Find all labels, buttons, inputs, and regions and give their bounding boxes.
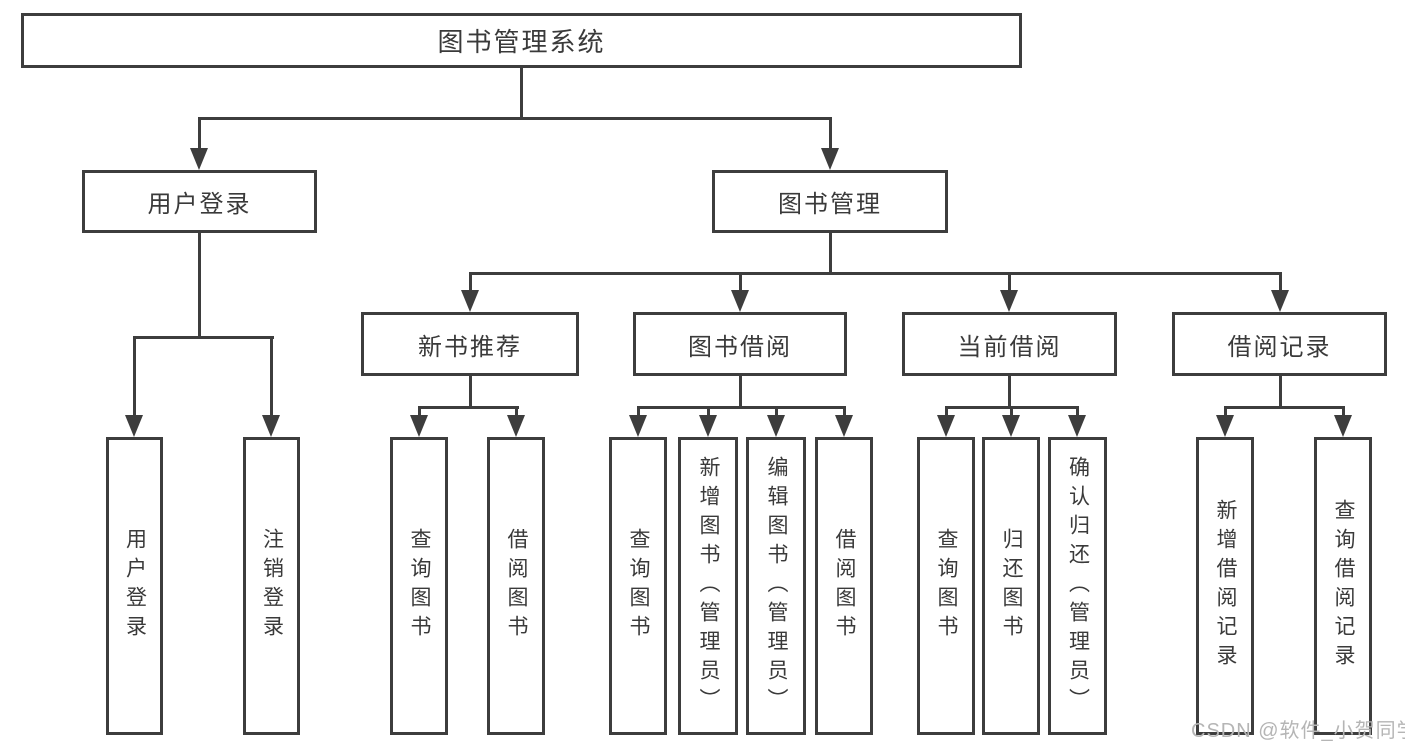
- leaf-add-books-admin-label: 新增图书（管理员）: [697, 455, 721, 717]
- leaf-edit-books-admin-label: 编辑图书（管理员）: [765, 455, 789, 717]
- leaf-query-books-current: 查询图书: [917, 437, 975, 735]
- leaf-user-login: 用户登录: [106, 437, 163, 735]
- edge-arrowhead: [699, 415, 717, 437]
- leaf-query-borrow-record-label: 查询借阅记录: [1332, 499, 1356, 673]
- edge-arrowhead: [1002, 415, 1020, 437]
- leaf-borrow-books-recommend-label: 借阅图书: [505, 528, 529, 644]
- edge-line: [418, 406, 421, 416]
- edge-line: [707, 406, 710, 416]
- edge-line: [133, 336, 136, 416]
- node-new-book-recommend-label: 新书推荐: [418, 333, 522, 361]
- leaf-query-books-recommend-label: 查询图书: [408, 528, 432, 644]
- node-root: 图书管理系统: [21, 13, 1022, 68]
- leaf-query-borrow-record: 查询借阅记录: [1314, 437, 1372, 735]
- edge-line: [945, 406, 948, 416]
- leaf-borrow-books-label: 借阅图书: [833, 528, 857, 644]
- leaf-query-books-recommend: 查询图书: [390, 437, 448, 735]
- edge-arrowhead: [190, 148, 208, 170]
- leaf-edit-books-admin: 编辑图书（管理员）: [746, 437, 806, 735]
- edge-line: [843, 406, 846, 416]
- node-borrowing-records-label: 借阅记录: [1227, 333, 1332, 361]
- edge-arrowhead: [1216, 415, 1234, 437]
- node-book-borrowing-label: 图书借阅: [688, 333, 792, 361]
- edge-line: [1279, 272, 1282, 292]
- edge-line: [1224, 406, 1227, 416]
- leaf-add-borrow-record: 新增借阅记录: [1196, 437, 1254, 735]
- watermark-csdn: CSDN @软件_小贺同学: [1191, 720, 1405, 742]
- edge-arrowhead: [1000, 290, 1018, 312]
- edge-line: [198, 117, 201, 150]
- edge-arrowhead: [821, 148, 839, 170]
- edge-line: [198, 232, 201, 336]
- leaf-user-login-label: 用户登录: [123, 528, 147, 644]
- leaf-confirm-return-admin-label: 确认归还（管理员）: [1066, 455, 1090, 717]
- node-new-book-recommend: 新书推荐: [361, 312, 579, 376]
- node-root-label: 图书管理系统: [437, 27, 606, 57]
- edge-arrowhead: [937, 415, 955, 437]
- edge-line: [198, 117, 832, 120]
- edge-line: [1342, 406, 1345, 416]
- leaf-query-books-borrowing-label: 查询图书: [627, 528, 651, 644]
- node-borrowing-records: 借阅记录: [1172, 312, 1387, 376]
- edge-line: [637, 406, 640, 416]
- leaf-logout: 注销登录: [243, 437, 300, 735]
- leaf-logout-label: 注销登录: [260, 528, 284, 644]
- node-current-borrowing-label: 当前借阅: [957, 333, 1062, 361]
- leaf-confirm-return-admin: 确认归还（管理员）: [1048, 437, 1107, 735]
- node-user-login: 用户登录: [82, 170, 317, 233]
- edge-line: [1008, 272, 1011, 292]
- edge-line: [637, 406, 846, 409]
- edge-line: [829, 117, 832, 150]
- edge-arrowhead: [629, 415, 647, 437]
- node-book-management-label: 图书管理: [778, 191, 882, 218]
- node-book-management: 图书管理: [712, 170, 948, 233]
- edge-line: [739, 374, 742, 406]
- edge-arrowhead: [1068, 415, 1086, 437]
- edge-line: [829, 232, 832, 272]
- edge-line: [1010, 406, 1013, 416]
- edge-arrowhead: [410, 415, 428, 437]
- edge-arrowhead: [767, 415, 785, 437]
- edge-line: [1008, 374, 1011, 406]
- edge-arrowhead: [262, 415, 280, 437]
- edge-line: [418, 406, 519, 409]
- edge-line: [1279, 374, 1282, 406]
- edge-line: [520, 66, 523, 120]
- edge-line: [1224, 406, 1345, 409]
- leaf-return-books: 归还图书: [982, 437, 1040, 735]
- leaf-add-books-admin: 新增图书（管理员）: [678, 437, 738, 735]
- edge-line: [469, 272, 1282, 275]
- edge-arrowhead: [1334, 415, 1352, 437]
- node-current-borrowing: 当前借阅: [902, 312, 1117, 376]
- edge-line: [775, 406, 778, 416]
- leaf-borrow-books-recommend: 借阅图书: [487, 437, 545, 735]
- leaf-return-books-label: 归还图书: [1000, 528, 1024, 644]
- edge-line: [270, 336, 273, 416]
- edge-line: [739, 272, 742, 292]
- leaf-query-books-borrowing: 查询图书: [609, 437, 667, 735]
- edge-line: [469, 272, 472, 292]
- edge-arrowhead: [731, 290, 749, 312]
- edge-arrowhead: [835, 415, 853, 437]
- edge-arrowhead: [125, 415, 143, 437]
- edge-arrowhead: [507, 415, 525, 437]
- edge-arrowhead: [461, 290, 479, 312]
- edge-line: [133, 336, 274, 339]
- edge-line: [1076, 406, 1079, 416]
- edge-line: [515, 406, 518, 416]
- edge-arrowhead: [1271, 290, 1289, 312]
- leaf-borrow-books: 借阅图书: [815, 437, 873, 735]
- node-book-borrowing: 图书借阅: [633, 312, 847, 376]
- node-user-login-label: 用户登录: [147, 191, 252, 218]
- leaf-query-books-current-label: 查询图书: [935, 528, 959, 644]
- leaf-add-borrow-record-label: 新增借阅记录: [1214, 499, 1238, 673]
- edge-line: [469, 374, 472, 406]
